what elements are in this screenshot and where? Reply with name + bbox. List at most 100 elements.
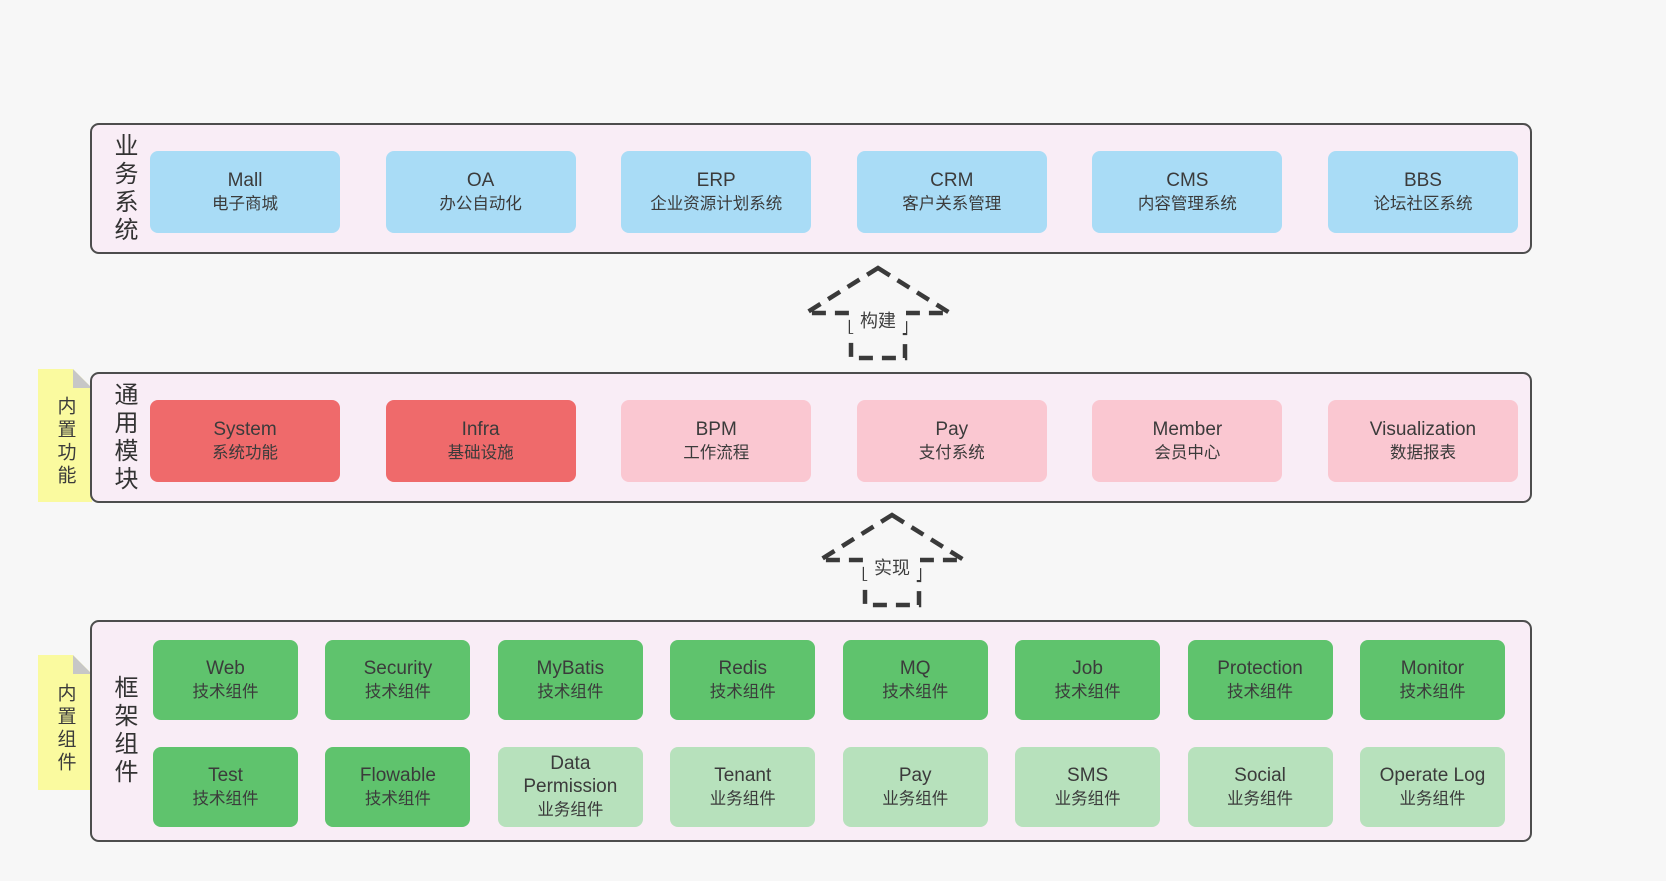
box-subtitle: 业务组件	[1054, 789, 1121, 808]
box-job: Job 技术组件	[1015, 640, 1161, 720]
box-title: CMS	[1166, 169, 1209, 191]
box-title: Job	[1072, 657, 1103, 679]
box-protection: Protection 技术组件	[1187, 640, 1333, 720]
box-title: Operate Log	[1379, 764, 1486, 786]
box-subtitle: 技术组件	[709, 682, 776, 701]
box-subtitle: 数据报表	[1389, 443, 1456, 462]
framework-panel-label: 框架组件	[100, 622, 146, 840]
box-monitor: Monitor 技术组件	[1359, 640, 1505, 720]
box-title: Tenant	[714, 764, 772, 786]
sticky-fold-icon	[73, 655, 92, 674]
dashed-up-arrow-implement	[812, 512, 972, 608]
box-flowable: Flowable 技术组件	[325, 747, 471, 827]
box-subtitle: 支付系统	[918, 443, 985, 462]
box-title: MyBatis	[536, 657, 605, 679]
sticky-note-built-in-features: 内置功能	[38, 369, 92, 502]
box-data-permission: Data Permission 业务组件	[497, 747, 643, 827]
box-mybatis: MyBatis 技术组件	[497, 640, 643, 720]
framework-components-panel: 框架组件 Web 技术组件 Security 技术组件 MyBatis 技术组件…	[90, 620, 1532, 842]
box-security: Security 技术组件	[325, 640, 471, 720]
box-title: ERP	[696, 169, 736, 191]
box-subtitle: 技术组件	[1054, 682, 1121, 701]
box-subtitle: 技术组件	[882, 682, 949, 701]
box-subtitle: 技术组件	[1227, 682, 1294, 701]
box-subtitle: 系统功能	[212, 443, 278, 462]
box-title: Protection	[1217, 657, 1303, 679]
sticky-fold-icon	[73, 369, 92, 388]
box-test: Test 技术组件	[153, 747, 298, 827]
box-sms: SMS 业务组件	[1015, 747, 1161, 827]
modules-panel-label: 通用模块	[100, 374, 146, 501]
dashed-up-arrow-build	[798, 265, 958, 361]
box-bbs: BBS 论坛社区系统	[1327, 151, 1518, 233]
box-subtitle: 业务组件	[709, 789, 776, 808]
sticky-note-text: 内置组件	[54, 682, 76, 775]
business-panel-label: 业务系统	[100, 125, 146, 252]
box-subtitle: 企业资源计划系统	[650, 194, 783, 213]
box-pay-component: Pay 业务组件	[842, 747, 988, 827]
sticky-note-built-in-components: 内置组件	[38, 655, 92, 790]
box-title: Monitor	[1400, 657, 1465, 679]
box-title: Flowable	[359, 764, 436, 786]
box-title: SMS	[1067, 764, 1109, 786]
box-subtitle: 业务组件	[1399, 789, 1466, 808]
modules-boxes-row: System 系统功能 Infra 基础设施 BPM 工作流程 Pay 支付系统…	[150, 400, 1518, 482]
box-social: Social 业务组件	[1187, 747, 1333, 827]
business-systems-panel: 业务系统 Mall 电子商城 OA 办公自动化 ERP 企业资源计划系统 CRM…	[90, 123, 1532, 254]
box-title: Mall	[227, 169, 263, 191]
box-subtitle: 工作流程	[683, 443, 750, 462]
box-title: MQ	[899, 657, 931, 679]
arrow-implement-label: 实现	[864, 556, 920, 580]
box-subtitle: 论坛社区系统	[1373, 194, 1473, 213]
box-title: Pay	[898, 764, 932, 786]
box-subtitle: 技术组件	[364, 789, 431, 808]
modules-panel-label-text: 通用模块	[110, 381, 137, 494]
box-tenant: Tenant 业务组件	[670, 747, 816, 827]
box-subtitle: 业务组件	[537, 801, 604, 820]
box-title: System	[213, 418, 277, 440]
box-subtitle: 客户关系管理	[902, 194, 1002, 213]
box-cms: CMS 内容管理系统	[1092, 151, 1283, 233]
framework-panel-label-text: 框架组件	[110, 675, 137, 787]
box-erp: ERP 企业资源计划系统	[621, 151, 812, 233]
box-bpm: BPM 工作流程	[621, 400, 812, 482]
box-subtitle: 内容管理系统	[1137, 194, 1237, 213]
box-subtitle: 办公自动化	[439, 194, 522, 213]
box-operate-log: Operate Log 业务组件	[1359, 747, 1505, 827]
box-visualization: Visualization 数据报表	[1327, 400, 1518, 482]
box-title: Security	[363, 657, 433, 679]
box-title: BBS	[1403, 169, 1442, 191]
box-subtitle: 电子商城	[212, 194, 278, 213]
box-title: Data Permission	[523, 753, 618, 798]
box-title: Visualization	[1369, 418, 1477, 440]
box-title: Test	[208, 764, 243, 786]
box-subtitle: 技术组件	[192, 789, 259, 808]
box-subtitle: 业务组件	[882, 789, 949, 808]
box-subtitle: 会员中心	[1154, 443, 1221, 462]
framework-boxes-grid: Web 技术组件 Security 技术组件 MyBatis 技术组件 Redi…	[153, 640, 1505, 827]
box-oa: OA 办公自动化	[385, 151, 576, 233]
sticky-note-text: 内置功能	[54, 395, 76, 488]
box-subtitle: 技术组件	[1399, 682, 1466, 701]
box-system: System 系统功能	[150, 400, 340, 482]
box-title: OA	[466, 169, 495, 191]
box-title: Member	[1152, 418, 1223, 440]
box-crm: CRM 客户关系管理	[856, 151, 1047, 233]
box-mq: MQ 技术组件	[842, 640, 988, 720]
business-boxes-row: Mall 电子商城 OA 办公自动化 ERP 企业资源计划系统 CRM 客户关系…	[150, 151, 1518, 233]
box-member: Member 会员中心	[1092, 400, 1283, 482]
box-pay-module: Pay 支付系统	[856, 400, 1047, 482]
box-infra: Infra 基础设施	[385, 400, 576, 482]
box-subtitle: 业务组件	[1227, 789, 1294, 808]
box-redis: Redis 技术组件	[670, 640, 816, 720]
box-title: Pay	[935, 418, 969, 440]
box-mall: Mall 电子商城	[150, 151, 340, 233]
box-subtitle: 技术组件	[364, 682, 431, 701]
box-title: CRM	[930, 169, 974, 191]
box-title: Redis	[718, 657, 768, 679]
common-modules-panel: 通用模块 System 系统功能 Infra 基础设施 BPM 工作流程 Pay…	[90, 372, 1532, 503]
box-title: Infra	[461, 418, 500, 440]
box-subtitle: 基础设施	[447, 443, 514, 462]
box-title: Web	[206, 657, 245, 679]
